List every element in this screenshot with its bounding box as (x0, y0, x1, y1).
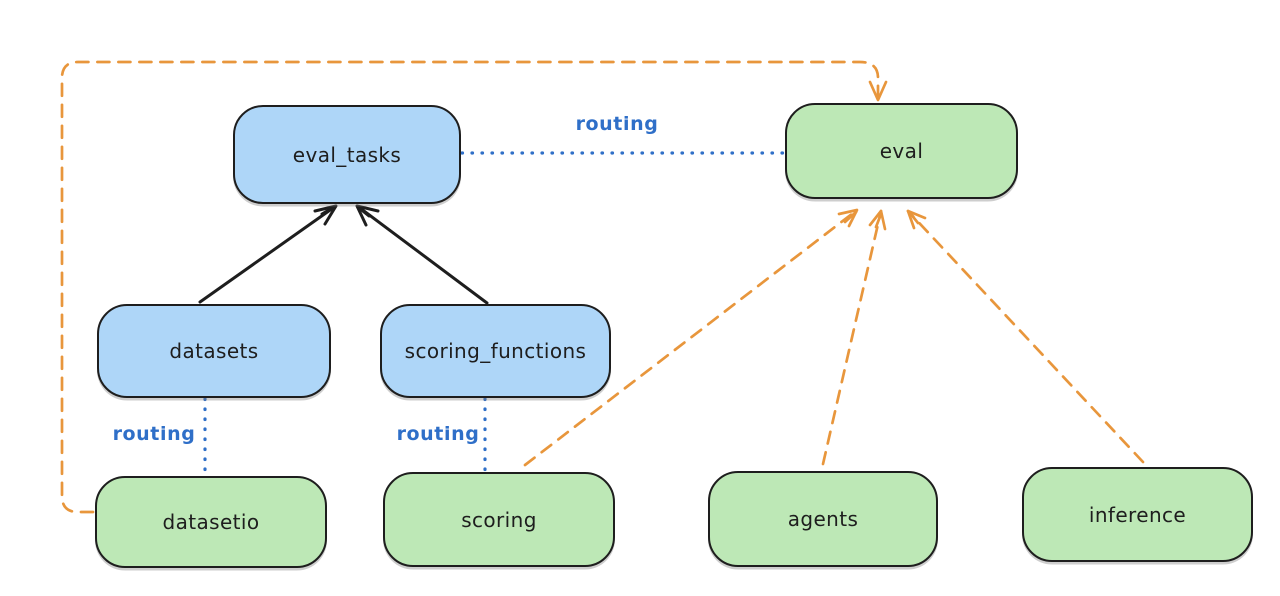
node-agents: agents (708, 471, 938, 567)
edge-label-routing-datasets-datasetio: routing (112, 423, 196, 445)
edge-scoring-eval (523, 208, 859, 467)
edge-scoring_functions-eval_tasks (355, 204, 489, 305)
edge-agents-eval (821, 209, 887, 466)
node-datasets-label: datasets (169, 339, 259, 363)
node-datasetio-label: datasetio (162, 510, 260, 534)
node-eval-tasks: eval_tasks (233, 105, 461, 204)
node-scoring-functions: scoring_functions (380, 304, 611, 398)
node-inference: inference (1022, 467, 1253, 562)
node-inference-label: inference (1088, 502, 1187, 527)
node-eval: eval (785, 103, 1018, 199)
edge-label-routing-scoring-functions-scoring: routing (396, 423, 480, 445)
node-eval-tasks-label: eval_tasks (292, 142, 402, 167)
edge-datasetio-eval (60, 60, 888, 514)
edge-datasets-eval_tasks (198, 204, 338, 304)
edge-label-routing-eval-tasks-eval: routing (575, 113, 659, 135)
node-eval-label: eval (879, 139, 924, 163)
edge-inference-eval (906, 209, 1145, 464)
node-scoring-label: scoring (461, 507, 537, 532)
node-datasets: datasets (97, 304, 331, 398)
node-scoring-functions-label: scoring_functions (404, 339, 587, 363)
node-agents-label: agents (787, 507, 859, 531)
node-scoring: scoring (383, 472, 615, 567)
node-datasetio: datasetio (95, 476, 327, 568)
